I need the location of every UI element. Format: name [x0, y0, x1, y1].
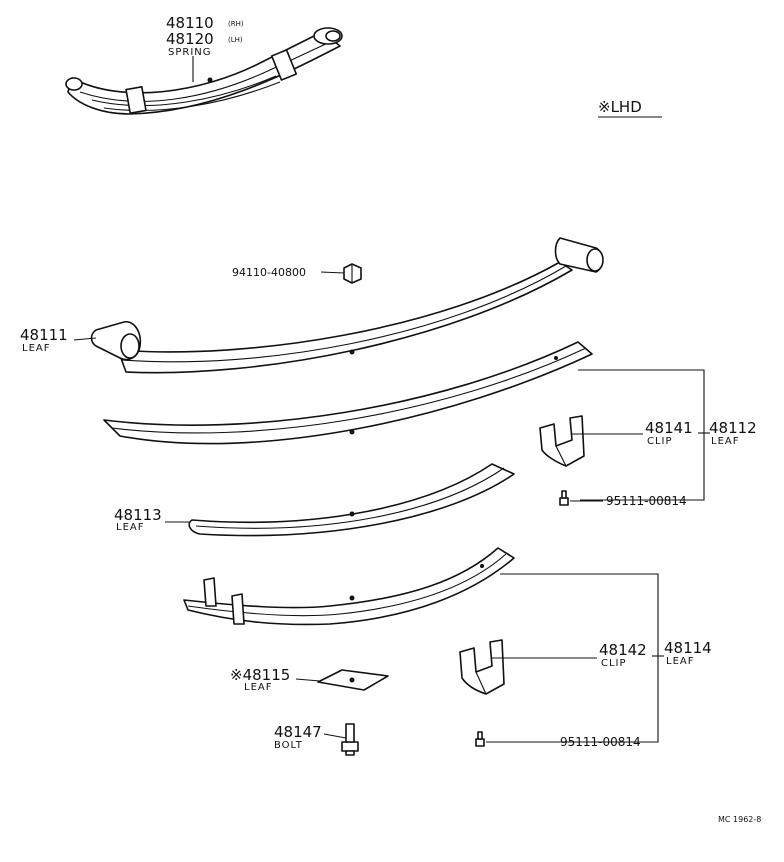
plate-leaf-leader [295, 678, 321, 682]
spring-rh-part-number: 48110 [166, 14, 214, 32]
fourth-leaf-part-number: 48114 [664, 639, 712, 657]
bolt-leader [323, 733, 347, 739]
spring-assembly-label: 48110 (RH) 48120 (LH) SPRING [166, 14, 244, 58]
spring-lh-side: (LH) [228, 36, 243, 44]
screw-1-icon [559, 490, 569, 506]
screw-2-icon [475, 731, 485, 747]
second-leaf-part-number: 48112 [709, 419, 757, 437]
second-leaf-name: LEAF [711, 436, 739, 447]
second-leaf-bracket [578, 369, 705, 501]
plate-leaf-name: LEAF [244, 682, 272, 693]
nut-part-number: 94110-40800 [232, 266, 306, 279]
clip-1-icon [539, 415, 585, 467]
nut-leader [320, 271, 345, 274]
bolt-part-number: 48147 [274, 723, 322, 741]
plate-leaf-part-number: ※48115 [230, 666, 290, 684]
clip-2-name: CLIP [601, 658, 627, 669]
fourth-leaf-bracket [500, 573, 659, 743]
lhd-note: ※LHD [598, 98, 642, 116]
spring-lh-part-number: 48120 [166, 30, 214, 48]
fourth-leaf-name: LEAF [666, 656, 694, 667]
clip-1-part-number: 48141 [645, 419, 693, 437]
clip-1-name: CLIP [647, 436, 673, 447]
main-leaf-leader [73, 337, 97, 341]
third-leaf-part-number: 48113 [114, 506, 162, 524]
clip-2-icon [459, 639, 505, 695]
screw-1-part-number: 95111-00814 [606, 494, 687, 508]
bolt-name: BOLT [274, 740, 303, 751]
third-leaf-illustration [188, 463, 515, 537]
fourth-leaf-illustration [183, 547, 515, 626]
spring-rh-side: (RH) [228, 20, 244, 28]
screw-2-part-number: 95111-00814 [560, 735, 641, 749]
clip-2-part-number: 48142 [599, 641, 647, 659]
nut-icon [343, 263, 362, 284]
footer-code: MC 1962-8 [718, 815, 761, 824]
main-leaf-illustration [90, 237, 604, 374]
third-leaf-name: LEAF [116, 522, 144, 533]
spring-name: SPRING [168, 47, 212, 58]
bolt-icon [341, 723, 359, 756]
second-leaf-illustration [103, 341, 593, 445]
plate-leaf-icon [317, 669, 389, 691]
main-leaf-part-number: 48111 [20, 326, 68, 344]
spring-assembly-illustration [65, 27, 343, 115]
main-leaf-name: LEAF [22, 343, 50, 354]
